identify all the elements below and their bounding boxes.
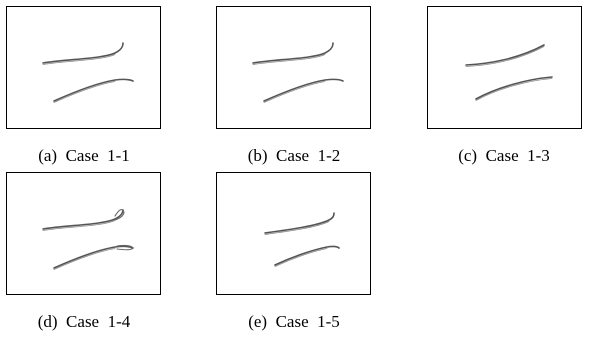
panel-b-caption: (b) Case 1-2	[247, 146, 341, 165]
panel-a-caption: (a) Case 1-1	[38, 146, 130, 165]
upper-curve	[252, 42, 334, 64]
panel-d-caption: (d) Case 1-4	[37, 312, 131, 331]
upper-curve	[264, 212, 335, 234]
lower-curve	[53, 78, 134, 102]
lower-curve-loop	[116, 244, 134, 251]
lower-curve	[274, 245, 340, 266]
upper-curve-shadow	[42, 220, 116, 231]
panel-e-curves	[264, 212, 340, 267]
panel-e-caption: (e) Case 1-5	[248, 312, 340, 331]
panel-d-image	[6, 172, 161, 295]
lower-curve-shadow	[53, 248, 116, 270]
panel-b-image	[216, 6, 371, 129]
lower-curve-shadow	[274, 248, 328, 267]
panel-a-image	[6, 6, 161, 129]
panel-c-image	[427, 6, 582, 129]
panel-c-caption: (c) Case 1-3	[458, 146, 550, 165]
upper-curve	[42, 42, 124, 64]
lower-curve	[263, 78, 344, 102]
panel-d-curves	[42, 209, 134, 270]
upper-curve-shadow	[465, 46, 545, 67]
panel-c-curves	[465, 44, 553, 101]
lower-curve	[475, 76, 553, 100]
panel-a-curves	[42, 42, 134, 103]
upper-curve-shadow	[264, 221, 330, 235]
lower-curve-shadow	[263, 81, 326, 103]
lower-curve	[53, 245, 134, 269]
upper-curve-shadow	[42, 54, 116, 65]
upper-curve	[465, 44, 545, 66]
upper-curve	[42, 209, 124, 230]
upper-curve-loop	[114, 209, 125, 221]
panel-e-image	[216, 172, 371, 295]
lower-curve-shadow	[475, 78, 553, 101]
lower-curve-shadow	[53, 81, 116, 103]
upper-curve-shadow	[252, 54, 326, 65]
panel-b-curves	[252, 42, 344, 103]
